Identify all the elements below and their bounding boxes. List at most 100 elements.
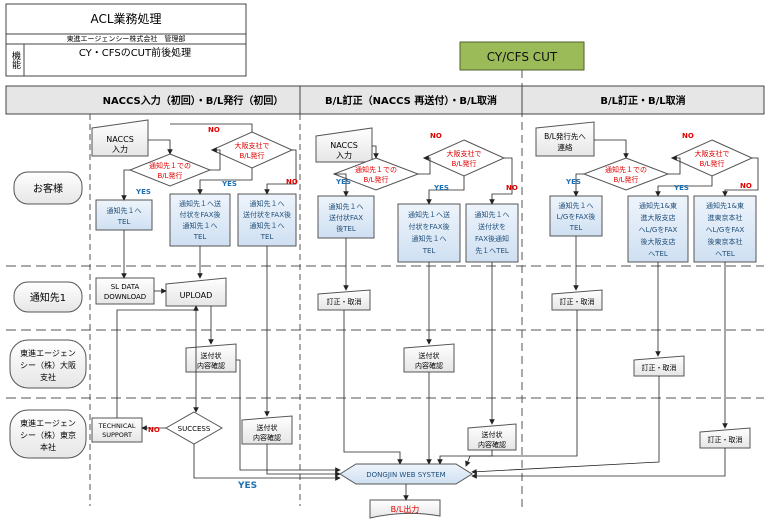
decision-notify-bl-2: 通知先１での B/L発行: [332, 157, 420, 191]
svg-text:内容確認: 内容確認: [253, 433, 281, 442]
svg-text:訂正・取消: 訂正・取消: [327, 297, 362, 306]
svg-text:SUCCESS: SUCCESS: [178, 425, 211, 433]
svg-text:NO: NO: [148, 426, 160, 434]
svg-text:FAX後通知: FAX後通知: [475, 234, 509, 243]
svg-text:内容確認: 内容確認: [197, 361, 225, 370]
svg-text:通知先１での: 通知先１での: [355, 165, 397, 174]
svg-text:通知先１へ: 通知先１へ: [475, 210, 510, 219]
svg-text:通知先１へ: 通知先１へ: [559, 201, 594, 210]
svg-text:入力: 入力: [112, 144, 128, 154]
lane-tokyo: 東進エージェン シー（株）東京 本社: [9, 409, 87, 459]
svg-text:YES: YES: [565, 178, 581, 186]
proc-fax-tokyo-1: 通知先１へ 送付状をFAX後 通知先１へ TEL: [237, 193, 297, 247]
decision-osaka-bl-2: 大阪支社で B/L発行: [422, 139, 506, 177]
svg-text:通知先１へ: 通知先１へ: [329, 202, 364, 211]
svg-text:B/L発行: B/L発行: [451, 159, 476, 168]
svg-text:DONGJIN WEB SYSTEM: DONGJIN WEB SYSTEM: [366, 471, 445, 479]
cut-label: CY/CFS CUT: [487, 50, 558, 64]
proc-osaka-3: 通知先1&東 進大阪支店 へL/GをFAX 後大阪支店 へTEL: [627, 195, 689, 263]
svg-text:NO: NO: [208, 126, 220, 134]
svg-text:TEL: TEL: [117, 218, 131, 226]
decision-notify-bl-3: 通知先１での B/L発行: [582, 157, 670, 191]
svg-text:シー（株）大阪: シー（株）大阪: [20, 360, 76, 370]
column-header-1: NACCS入力（初回）・B/L発行（初回）: [103, 94, 284, 107]
svg-text:通知先１へ: 通知先１へ: [107, 206, 142, 215]
proc-fax-tokyo-2: 通知先１へ 送付状を FAX後通知 先１へTEL: [465, 203, 519, 263]
svg-text:内容確認: 内容確認: [478, 440, 506, 449]
proc-fax-osaka-2: 通知先１へ送 付状をFAX後 通知先１へ TEL: [397, 203, 461, 263]
lane-notify-label: 通知先1: [30, 291, 66, 304]
column-header-band: NACCS入力（初回）・B/L発行（初回） B/L訂正（NACCS 再送付）・B…: [5, 85, 765, 115]
lane-notify: 通知先1: [13, 281, 83, 313]
column-header-3: B/L訂正・B/L取消: [600, 94, 685, 107]
svg-text:B/L発行: B/L発行: [363, 175, 388, 184]
svg-text:YES: YES: [335, 178, 351, 186]
upload: UPLOAD: [165, 277, 227, 307]
svg-text:NACCS: NACCS: [330, 141, 358, 150]
correct-cancel-tokyo-3: 訂正・取消: [699, 427, 751, 449]
svg-text:TECHNICAL: TECHNICAL: [98, 422, 136, 430]
svg-text:通知先１へ送: 通知先１へ送: [179, 199, 221, 208]
svg-text:大阪支社で: 大阪支社で: [235, 141, 270, 150]
svg-text:TEL: TEL: [260, 233, 274, 241]
svg-text:本社: 本社: [40, 442, 56, 452]
svg-text:進大阪支店: 進大阪支店: [641, 213, 676, 222]
bl-request: B/L発行先へ 連絡: [535, 121, 595, 157]
subject: CY・CFSのCUT前後処理: [79, 46, 191, 59]
svg-text:東進エージェン: 東進エージェン: [20, 348, 76, 358]
svg-text:TEL: TEL: [569, 224, 583, 232]
svg-text:シー（株）東京: シー（株）東京: [20, 430, 76, 440]
proc-tel-1: 通知先１へ TEL: [95, 199, 153, 231]
lane-customer-label: お客様: [33, 182, 63, 195]
svg-text:大阪支社で: 大阪支社で: [447, 149, 482, 158]
decision-success: SUCCESS: [164, 411, 224, 445]
svg-text:B/L発行: B/L発行: [699, 159, 724, 168]
title-block: ACL業務処理 東進エージェンシー株式会社 管理部 機能 CY・CFSのCUT前…: [5, 3, 247, 77]
connectors: [116, 123, 759, 501]
svg-text:B/L発行: B/L発行: [613, 175, 638, 184]
web-system: DONGJIN WEB SYSTEM: [339, 463, 473, 485]
svg-text:DOWNLOAD: DOWNLOAD: [104, 293, 146, 301]
decision-notify-bl-1: 通知先１での B/L発行: [128, 153, 212, 187]
svg-text:L/GをFAX後: L/GをFAX後: [557, 212, 596, 221]
correct-cancel-notify-2: 訂正・取消: [317, 289, 371, 311]
svg-text:付状をFAX後: 付状をFAX後: [409, 222, 450, 231]
naccs-input-1: NACCS 入力: [91, 119, 149, 157]
svg-text:YES: YES: [221, 180, 237, 188]
svg-text:通知先1&東: 通知先1&東: [706, 201, 744, 210]
svg-text:後東京本社: 後東京本社: [708, 237, 743, 246]
svg-text:へL/GをFAX: へL/GをFAX: [706, 226, 745, 234]
svg-text:付状をFAX後: 付状をFAX後: [180, 210, 221, 219]
sl-data-download: SL DATA DOWNLOAD: [95, 277, 155, 305]
svg-text:訂正・取消: 訂正・取消: [642, 363, 677, 372]
svg-text:通知先１での: 通知先１での: [149, 161, 191, 170]
svg-text:送付状を: 送付状を: [478, 222, 506, 231]
svg-text:へTEL: へTEL: [715, 250, 735, 258]
svg-text:SL DATA: SL DATA: [111, 283, 140, 291]
svg-text:NO: NO: [506, 184, 518, 192]
lane-customer: お客様: [13, 171, 83, 205]
svg-text:送付状: 送付状: [201, 351, 222, 360]
svg-text:内容確認: 内容確認: [415, 361, 443, 370]
svg-text:送付状: 送付状: [419, 351, 440, 360]
svg-text:へL/GをFAX: へL/GをFAX: [639, 226, 678, 234]
svg-text:TEL: TEL: [422, 247, 436, 255]
decision-osaka-bl-1: 大阪支社で B/L発行: [210, 131, 294, 169]
technical-support: TECHNICAL SUPPORT: [91, 417, 143, 443]
svg-text:大阪支社で: 大阪支社で: [695, 149, 730, 158]
svg-text:送付状: 送付状: [257, 423, 278, 432]
svg-text:NO: NO: [286, 178, 298, 186]
svg-text:UPLOAD: UPLOAD: [180, 291, 213, 300]
svg-text:訂正・取消: 訂正・取消: [560, 297, 595, 306]
cut-header: CY/CFS CUT: [459, 41, 585, 71]
company-name: 東進エージェンシー株式会社 管理部: [67, 34, 186, 43]
bl-output: B/L出力: [369, 499, 441, 519]
correct-cancel-notify-3: 訂正・取消: [551, 289, 603, 311]
svg-text:NO: NO: [682, 132, 694, 140]
proc-fax-tel-2: 通知先１へ 送付状FAX 後TEL: [317, 195, 375, 239]
svg-text:B/L発行: B/L発行: [239, 151, 264, 160]
cover-check-tokyo-1: 送付状 内容確認: [241, 415, 293, 445]
svg-text:YES: YES: [135, 188, 151, 196]
cover-check-osaka-2: 送付状 内容確認: [403, 343, 455, 373]
